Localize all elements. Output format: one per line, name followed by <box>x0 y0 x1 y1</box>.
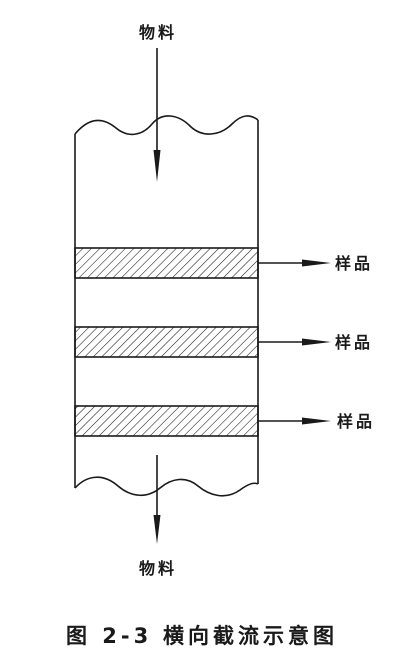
figure-title: 横向截流示意图 <box>163 624 338 648</box>
outflow-arrow-head <box>153 515 161 544</box>
bottom-material-label: 物料 <box>139 559 177 578</box>
sampling-band-1 <box>74 247 259 279</box>
top-material-label: 物料 <box>139 23 177 42</box>
sample-arrow-2-head <box>302 338 331 346</box>
sample-label-3: 样品 <box>337 412 375 431</box>
material-column <box>74 115 259 497</box>
sample-arrow-1-head <box>302 259 331 267</box>
column-bottom-wavy-edge <box>74 476 259 497</box>
sample-label-2: 样品 <box>335 333 373 352</box>
sample-label-1: 样品 <box>335 254 373 273</box>
column-top-wavy-edge <box>74 115 259 136</box>
sampling-band-3 <box>74 405 259 437</box>
sample-arrow-3-head <box>302 417 331 425</box>
sampling-band-2 <box>74 326 259 358</box>
figure-number: 图 2-3 <box>66 624 152 648</box>
inflow-arrow-head <box>153 150 161 182</box>
